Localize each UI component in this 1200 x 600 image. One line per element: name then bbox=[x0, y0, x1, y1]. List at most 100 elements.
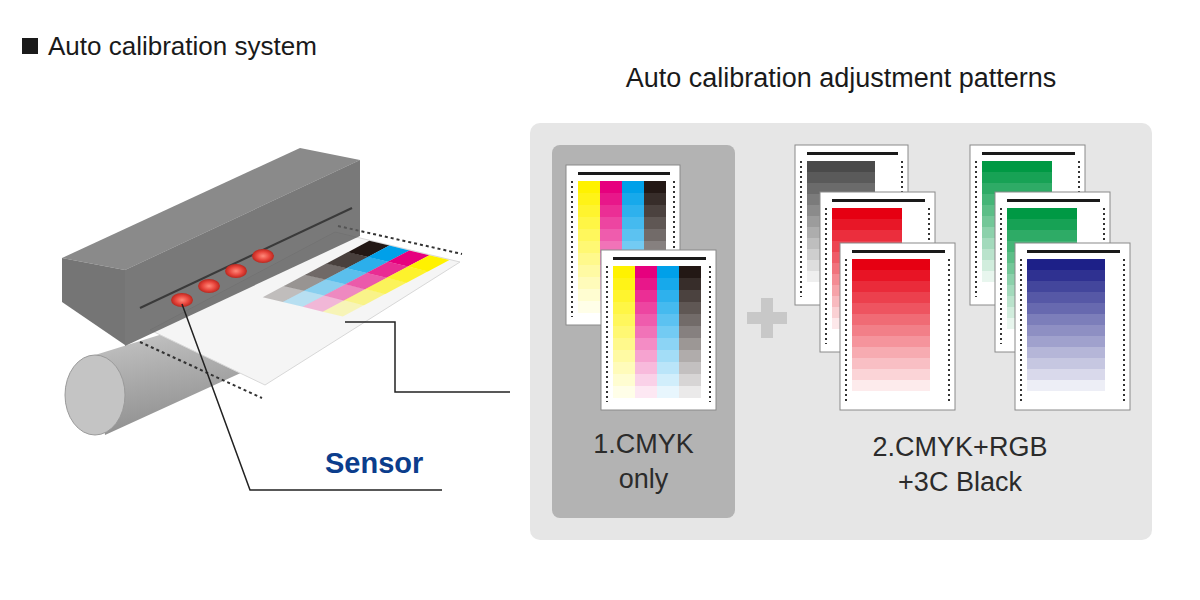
color-patch bbox=[1027, 281, 1105, 292]
color-patch bbox=[635, 326, 657, 338]
color-patch bbox=[578, 289, 600, 301]
color-patch bbox=[679, 314, 701, 326]
color-patch bbox=[1027, 336, 1105, 347]
sheet-margin bbox=[1000, 208, 1002, 344]
sheet-margin bbox=[800, 161, 802, 297]
color-patch bbox=[679, 278, 701, 290]
pattern-sheet bbox=[566, 165, 680, 325]
color-patch bbox=[578, 277, 600, 289]
color-patch bbox=[679, 386, 701, 398]
panel-text: Auto calibration adjustment patterns bbox=[530, 63, 1152, 94]
sheet-margin bbox=[709, 266, 711, 402]
sheet-bar bbox=[807, 152, 898, 155]
color-patch bbox=[613, 362, 635, 374]
sheet-bar bbox=[613, 257, 706, 260]
color-patch bbox=[852, 369, 930, 380]
color-patch bbox=[1027, 303, 1105, 314]
color-patch bbox=[622, 229, 644, 241]
sheet-margin bbox=[975, 161, 977, 297]
pattern-sheets bbox=[552, 145, 735, 518]
color-patch bbox=[578, 265, 600, 277]
color-patch bbox=[622, 205, 644, 217]
sensor-dot bbox=[225, 264, 247, 278]
color-patch bbox=[852, 281, 930, 292]
color-patch bbox=[635, 290, 657, 302]
color-patch bbox=[613, 350, 635, 362]
color-patch bbox=[807, 172, 875, 183]
sheet-margin bbox=[606, 266, 608, 402]
color-patch bbox=[600, 205, 622, 217]
leader-line bbox=[345, 322, 510, 392]
color-patch bbox=[657, 362, 679, 374]
color-patch bbox=[613, 302, 635, 314]
color-patch bbox=[644, 193, 666, 205]
color-patch bbox=[1027, 369, 1105, 380]
color-patch bbox=[613, 374, 635, 386]
color-patch bbox=[600, 181, 622, 193]
cmyk-panel: 1.CMYK only bbox=[552, 145, 735, 518]
color-patch bbox=[600, 217, 622, 229]
color-patch bbox=[657, 350, 679, 362]
color-patch bbox=[644, 181, 666, 193]
color-patch bbox=[578, 193, 600, 205]
color-patch bbox=[600, 229, 622, 241]
color-patch bbox=[852, 270, 930, 281]
color-patch bbox=[1027, 314, 1105, 325]
color-patch bbox=[635, 314, 657, 326]
color-patch bbox=[613, 386, 635, 398]
color-patch bbox=[679, 374, 701, 386]
pattern-sheet bbox=[601, 250, 716, 410]
pattern-sheet bbox=[840, 243, 955, 410]
color-patch bbox=[635, 350, 657, 362]
color-patch bbox=[832, 219, 902, 230]
color-patch bbox=[679, 302, 701, 314]
color-patch bbox=[1007, 230, 1077, 241]
color-patch bbox=[1027, 325, 1105, 336]
color-patch bbox=[657, 302, 679, 314]
pattern-sheet bbox=[820, 192, 935, 352]
sheet-bar bbox=[1027, 250, 1120, 253]
title: Auto calibration system bbox=[48, 31, 317, 62]
sheet-margin bbox=[845, 259, 847, 402]
color-patch bbox=[578, 229, 600, 241]
color-patch bbox=[852, 380, 930, 391]
color-patch bbox=[679, 362, 701, 374]
color-patch bbox=[622, 217, 644, 229]
color-patch bbox=[657, 374, 679, 386]
color-patch bbox=[635, 302, 657, 314]
sheet-bar bbox=[982, 152, 1075, 155]
color-patch bbox=[982, 172, 1052, 183]
color-patch bbox=[679, 350, 701, 362]
sheet-bar bbox=[832, 199, 925, 202]
color-patch bbox=[657, 338, 679, 350]
color-patch bbox=[852, 336, 930, 347]
color-patch bbox=[1007, 219, 1077, 230]
color-patch bbox=[613, 326, 635, 338]
color-patch bbox=[635, 362, 657, 374]
color-patch bbox=[807, 161, 875, 172]
color-patch bbox=[578, 241, 600, 253]
color-patch bbox=[832, 230, 902, 241]
callout-label: Sensor bbox=[325, 447, 423, 480]
color-patch bbox=[657, 386, 679, 398]
sheet-margin bbox=[825, 208, 827, 344]
sheet-bar bbox=[852, 250, 945, 253]
roller-end bbox=[65, 355, 125, 435]
color-patch bbox=[644, 205, 666, 217]
color-patch bbox=[578, 217, 600, 229]
color-patch bbox=[578, 181, 600, 193]
sheet-bar bbox=[578, 172, 670, 175]
pattern-sheet bbox=[995, 192, 1110, 352]
color-patch bbox=[613, 278, 635, 290]
sheet-bar bbox=[1007, 199, 1100, 202]
housing-end bbox=[62, 258, 125, 345]
color-patch bbox=[679, 266, 701, 278]
color-patch bbox=[644, 229, 666, 241]
color-patch bbox=[657, 266, 679, 278]
color-patch bbox=[622, 193, 644, 205]
color-patch bbox=[852, 259, 930, 270]
pattern-panel: Auto calibration adjustment patterns1.CM… bbox=[530, 123, 1152, 540]
pattern-sheet bbox=[1015, 243, 1130, 410]
color-patch bbox=[613, 290, 635, 302]
color-patch bbox=[613, 314, 635, 326]
